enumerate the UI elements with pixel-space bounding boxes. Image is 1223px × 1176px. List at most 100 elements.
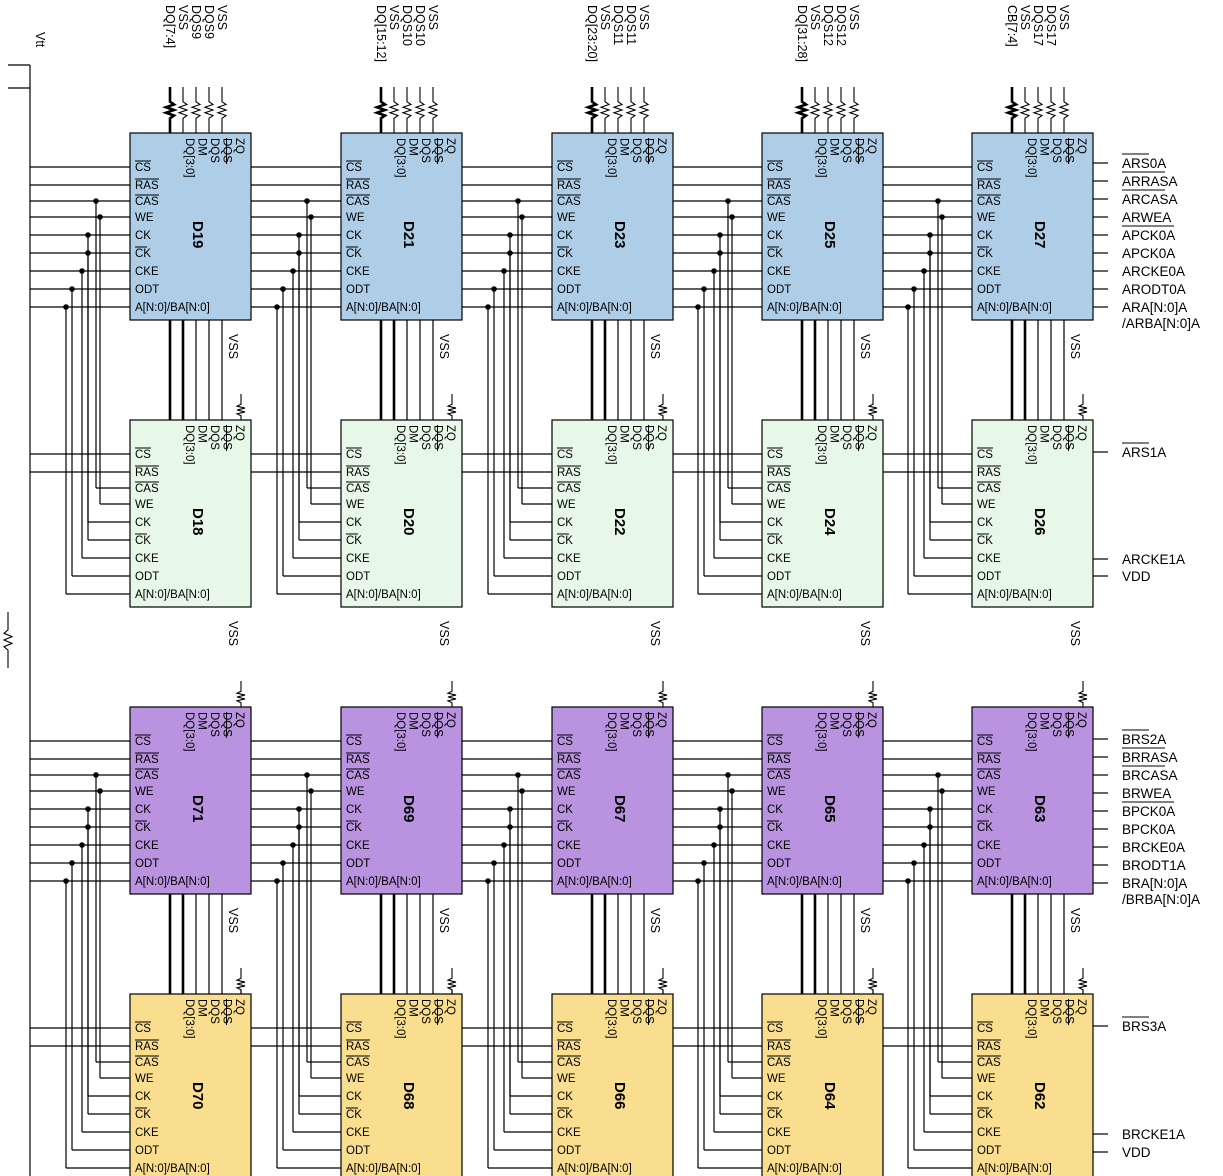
pin-label-cke: CKE (977, 266, 1001, 278)
pin-label-top: DM (196, 425, 208, 443)
junction-dot (939, 788, 945, 794)
chip-name: D20 (400, 508, 417, 536)
junction-dot (63, 304, 69, 310)
pin-label-ck: CK (346, 1091, 362, 1103)
pin-label-cs: CS (767, 1023, 783, 1035)
zq-resistor (1077, 681, 1088, 713)
right-signal-label: APCK0A (1122, 228, 1175, 243)
pin-label-top: DM (618, 712, 630, 730)
top-signal-label: VSS (176, 5, 190, 30)
pin-label-top: DQS (1050, 138, 1062, 163)
pin-label-addr: A[N:0]/BA[N:0] (346, 1163, 421, 1175)
pin-label-addr: A[N:0]/BA[N:0] (135, 876, 210, 888)
junction-dot (717, 232, 723, 238)
pin-label-top: DQS (840, 138, 852, 163)
dram-chip-D63 (971, 706, 1094, 895)
vss-label: VSS (648, 908, 662, 933)
pin-label-cas: CAS (135, 1057, 159, 1069)
chip-name: D66 (611, 1082, 628, 1110)
pin-label-top: DQ[3:0] (183, 138, 195, 178)
chip-name: D71 (189, 795, 206, 823)
junction-dot (921, 268, 927, 274)
pin-label-top: DQS (840, 999, 852, 1024)
pin-label-cs: CS (346, 736, 362, 748)
pin-label-top: DQ[3:0] (815, 138, 827, 178)
pin-label-top: DQS (419, 712, 431, 737)
vss-label: VSS (1068, 908, 1082, 933)
chip-name: D69 (400, 795, 417, 823)
pin-label-cke: CKE (767, 840, 791, 852)
junction-dot (296, 250, 302, 256)
signal-resistor (401, 87, 413, 133)
junction-dot (519, 788, 525, 794)
zq-resistor (657, 681, 668, 713)
zq-resistor (867, 681, 878, 713)
signal-resistor (625, 87, 637, 133)
dram-chip-D25 (761, 132, 884, 321)
pin-label-top: DM (828, 138, 840, 156)
pin-label-odt: ODT (135, 858, 159, 870)
pin-label-odt: ODT (135, 1145, 159, 1157)
pin-label-addr: A[N:0]/BA[N:0] (346, 876, 421, 888)
pin-label-we: WE (135, 1073, 154, 1085)
pin-label-cas: CAS (977, 1057, 1001, 1069)
signal-resistor (1032, 87, 1044, 133)
pin-label-addr: A[N:0]/BA[N:0] (135, 589, 210, 601)
junction-dot (491, 860, 497, 866)
pin-label-odt: ODT (767, 571, 791, 583)
vss-label: VSS (226, 621, 240, 646)
pin-label-we: WE (767, 786, 786, 798)
pin-label-top: DQS (208, 138, 220, 163)
top-signal-label: DQS10 (413, 5, 427, 46)
signal-resistor (414, 87, 426, 133)
pin-label-we: WE (767, 1073, 786, 1085)
vss-label: VSS (437, 908, 451, 933)
junction-dot (274, 304, 280, 310)
pin-label-ck: CK (346, 804, 362, 816)
top-signal-label: VSS (637, 5, 651, 30)
pin-label-we: WE (557, 786, 576, 798)
pin-label-ckbar: CK (977, 535, 993, 547)
junction-dot (905, 304, 911, 310)
pin-label-ckbar: CK (346, 535, 362, 547)
zq-resistor (867, 968, 878, 1000)
signal-resistor (638, 87, 650, 133)
right-signal-label: ARCKE0A (1122, 264, 1185, 279)
pin-label-cke: CKE (135, 840, 159, 852)
pin-label-addr: A[N:0]/BA[N:0] (346, 302, 421, 314)
pin-label-top: DQ[3:0] (183, 425, 195, 465)
top-signal-label: DQS9 (202, 5, 216, 39)
junction-dot (717, 806, 723, 812)
pin-label-cas: CAS (977, 483, 1001, 495)
junction-dot (85, 232, 91, 238)
dq-resistor (1004, 87, 1020, 133)
junction-dot (308, 214, 314, 220)
pin-label-ras: RAS (767, 467, 791, 479)
pin-label-ckbar: CK (767, 822, 783, 834)
junction-dot (921, 842, 927, 848)
pin-label-top: DM (196, 999, 208, 1017)
junction-dot (935, 198, 941, 204)
top-signal-label: DQ[31:28] (795, 5, 809, 62)
right-signal-label: BPCK0A (1122, 804, 1175, 819)
pin-label-we: WE (346, 212, 365, 224)
signal-resistor (1058, 87, 1070, 133)
vss-label: VSS (858, 334, 872, 359)
signal-resistor (203, 87, 215, 133)
top-signal-label: VSS (426, 5, 440, 30)
pin-label-odt: ODT (346, 1145, 370, 1157)
chip-name: D62 (1031, 1082, 1048, 1110)
pin-label-ras: RAS (135, 467, 159, 479)
pin-label-top: ZQ (1075, 138, 1087, 154)
pin-label-ckbar: CK (557, 822, 573, 834)
pin-label-ck: CK (135, 804, 151, 816)
pin-label-top: ZQ (655, 999, 667, 1015)
right-signal-label: ARRASA (1122, 174, 1178, 189)
right-signal-label: ARWEA (1122, 210, 1171, 225)
zq-resistor (235, 394, 246, 426)
pin-label-we: WE (557, 1073, 576, 1085)
pin-label-top: DM (407, 425, 419, 443)
junction-dot (515, 198, 521, 204)
zq-resistor (657, 394, 668, 426)
dram-chip-D64 (761, 993, 884, 1176)
